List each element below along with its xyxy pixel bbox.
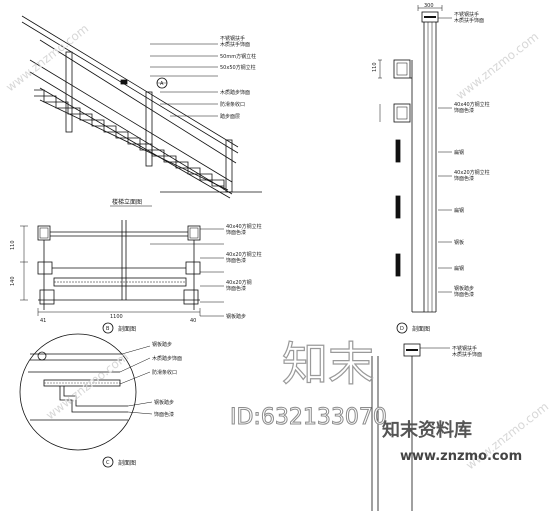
right-elevation [378, 5, 452, 334]
elev-label-2: 50mm方钢立柱 [220, 53, 256, 60]
detc-label-1: 木质踏步饰面 [152, 355, 182, 362]
elev-label-4: 木质踏步饰面 [220, 89, 250, 96]
elev-label-5: 防滑条收口 [220, 101, 245, 108]
dim-bottom-1100: 1100 [110, 314, 123, 320]
secb-label-2: 40x20方钢立柱 [226, 251, 262, 258]
dim-left-110: 110 [10, 240, 16, 250]
detail-c [19, 333, 153, 468]
secb-label-1: 饰面色漆 [226, 229, 246, 236]
dim-tick-40: 40 [190, 318, 196, 324]
dim-tick-41: 41 [40, 318, 46, 324]
dim-top-300: 300 [424, 3, 434, 9]
detail-c-caption: 剖面图 [118, 459, 136, 467]
watermark-diag-0: www.znzmo.com [3, 21, 91, 94]
right-bottom-detail [371, 343, 450, 511]
relev-label-3: 饰面色漆 [454, 107, 474, 114]
stair-elevation-caption: 楼梯立面图 [112, 198, 142, 206]
elev-label-6: 踏步面层 [220, 113, 240, 120]
relev-label-10: 钢板踏步 [454, 285, 474, 292]
watermark-logo: 知末 [282, 337, 374, 391]
dim-left-140: 140 [10, 276, 16, 286]
section-b-caption: 剖面图 [118, 325, 136, 333]
detc-label-2: 防滑条收口 [152, 369, 177, 376]
elev-label-1: 木质扶手饰面 [220, 41, 250, 48]
watermark-site: www.znzmo.com [400, 449, 522, 464]
watermark: www.znzmo.com www.znzmo.com www.znzmo.co… [3, 21, 551, 472]
detc-label-4: 饰面色漆 [154, 411, 174, 418]
secb-label-0: 40x40方钢立柱 [226, 223, 262, 230]
marker-c: C [106, 460, 110, 466]
rbottom-label-0: 不锈钢扶手 [452, 345, 477, 352]
marker-a: A [160, 81, 164, 87]
relev-label-0: 不锈钢扶手 [454, 11, 479, 18]
secb-label-4: 40x20方钢 [226, 279, 252, 286]
relev-label-7: 扁钢 [454, 207, 464, 214]
stair-elevation [21, 15, 262, 199]
rbottom-label-1: 木质扶手饰面 [452, 351, 482, 358]
secb-label-5: 饰面色漆 [226, 285, 246, 292]
relev-label-2: 40x40方钢立柱 [454, 101, 490, 108]
relev-label-5: 40x20方钢立柱 [454, 169, 490, 176]
elev-label-3: 50x50方钢立柱 [220, 64, 256, 71]
secb-label-3: 饰面色漆 [226, 257, 246, 264]
relev-label-9: 扁钢 [454, 265, 464, 272]
marker-b: B [106, 326, 110, 332]
watermark-id: ID:632133070 [230, 405, 387, 430]
relev-label-4: 扁钢 [454, 149, 464, 156]
relev-label-1: 木质扶手饰面 [454, 17, 484, 24]
watermark-diag-2: www.znzmo.com [453, 29, 541, 102]
right-section-caption: 剖面图 [412, 325, 430, 333]
elev-label-0: 不锈钢扶手 [220, 35, 245, 42]
marker-d: D [400, 326, 404, 332]
dim-right-110: 110 [372, 62, 378, 72]
section-b [20, 220, 224, 334]
relev-label-11: 饰面色漆 [454, 291, 474, 298]
watermark-cn-label: 知末资料库 [382, 419, 472, 441]
secb-label-6: 钢板踏步 [226, 313, 246, 320]
detc-label-3: 钢板踏步 [154, 399, 174, 406]
detc-label-0: 钢板踏步 [152, 341, 172, 348]
relev-label-6: 饰面色漆 [454, 175, 474, 182]
relev-label-8: 钢板 [454, 239, 464, 246]
